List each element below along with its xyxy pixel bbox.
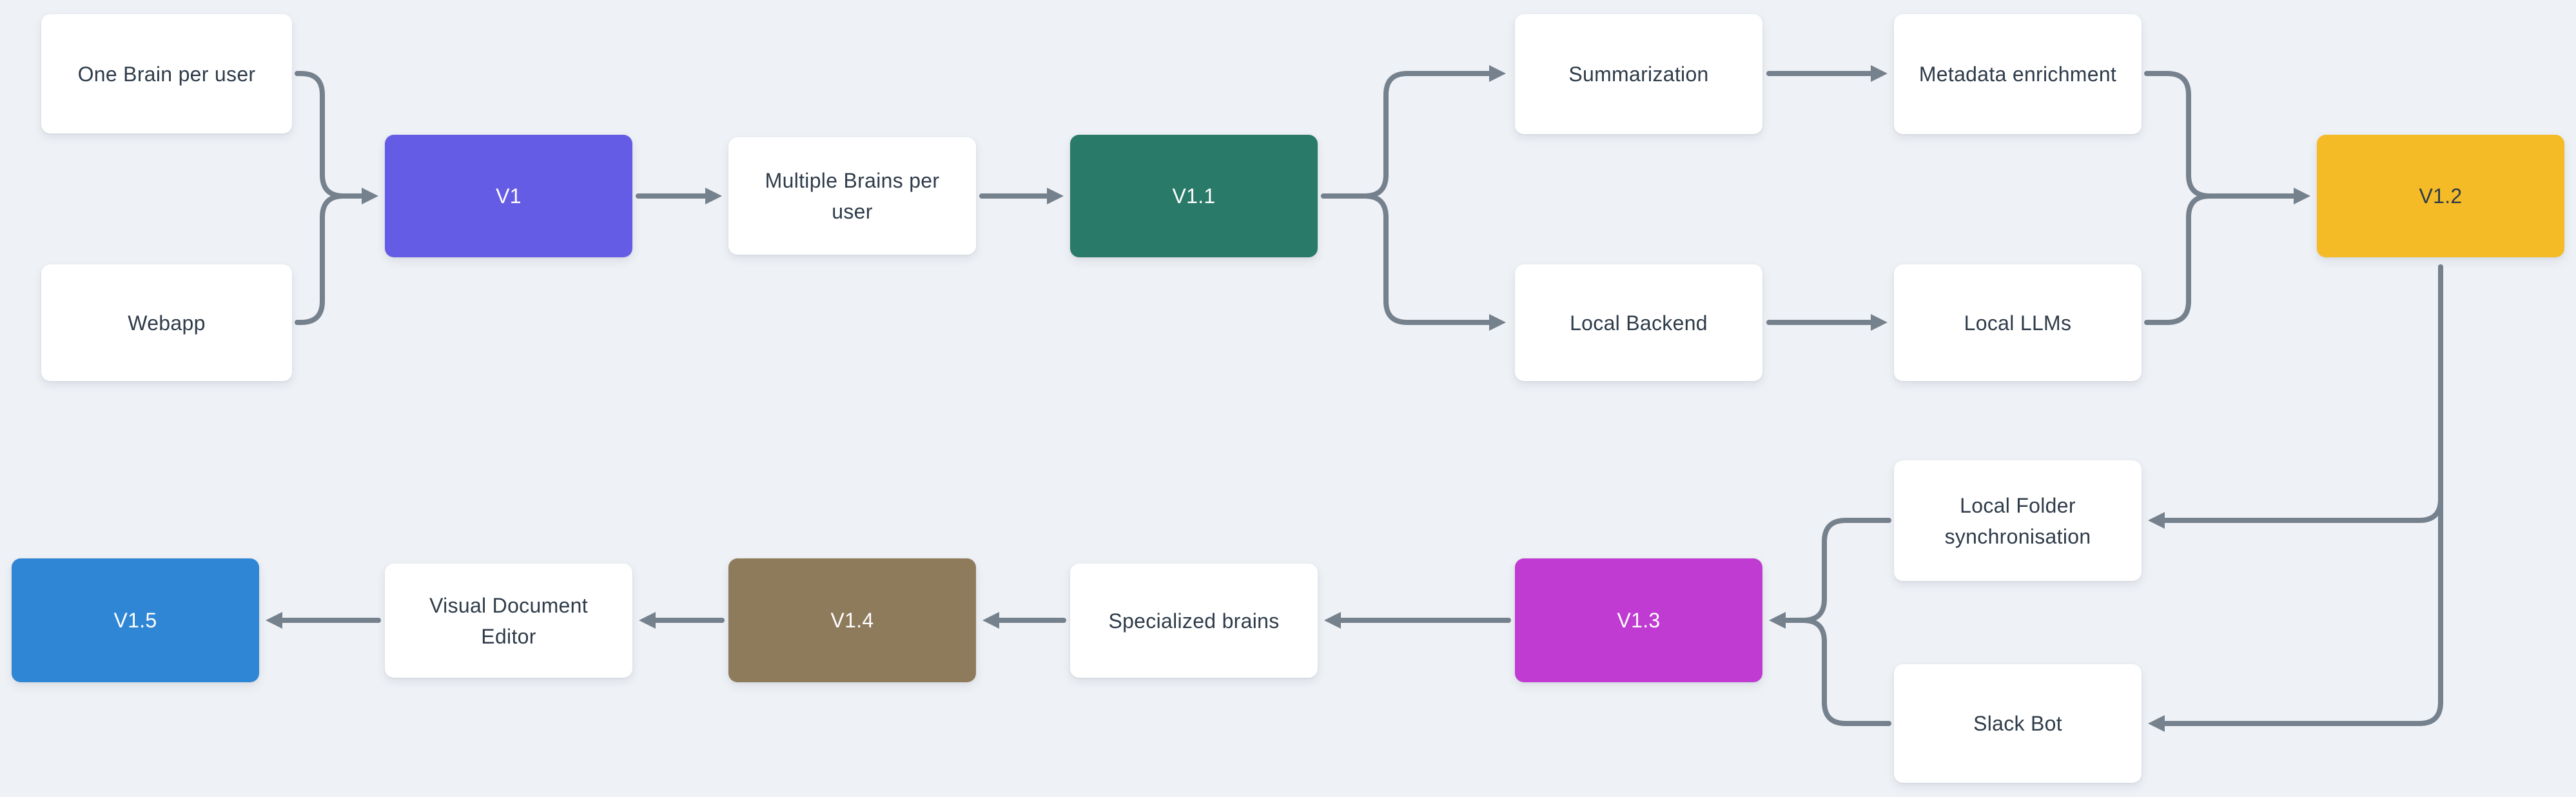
node-v1[interactable]: V1 [385, 135, 632, 257]
edge-local-llms-to-v1-2 [2144, 193, 2212, 325]
node-label: Local Backend [1570, 311, 1708, 335]
node-v1-5[interactable]: V1.5 [12, 558, 259, 682]
node-local-folder-sync[interactable]: Local Folder synchronisation [1894, 460, 2142, 581]
node-one-brain-per-user[interactable]: One Brain per user [41, 14, 292, 133]
node-local-llms[interactable]: Local LLMs [1894, 264, 2142, 381]
edge-v1-1-to-local-backend [1321, 193, 1506, 331]
node-v1-1[interactable]: V1.1 [1070, 135, 1318, 257]
node-local-backend[interactable]: Local Backend [1515, 264, 1762, 381]
edge-local-folder-sync-to-v1-3 [1769, 518, 1891, 629]
node-v1-3[interactable]: V1.3 [1515, 558, 1762, 682]
node-label: V1.5 [113, 609, 157, 632]
node-label: V1.1 [1172, 184, 1216, 208]
edge-one-brain-per-user-to-v1 [295, 71, 378, 204]
node-label: Multiple Brains per user [765, 169, 940, 223]
node-label: Local LLMs [1964, 311, 2072, 335]
node-label: Webapp [128, 311, 206, 335]
node-label: Summarization [1568, 63, 1709, 86]
node-label: Slack Bot [1973, 712, 2062, 735]
node-label: V1.3 [1617, 609, 1661, 632]
node-specialized-brains[interactable]: Specialized brains [1070, 564, 1318, 678]
edge-v1-2-to-slack-bot [2148, 264, 2443, 732]
edge-v1-2-to-local-folder-sync [2148, 264, 2443, 529]
node-slack-bot[interactable]: Slack Bot [1894, 664, 2142, 783]
node-multiple-brains-per-user[interactable]: Multiple Brains per user [728, 137, 976, 255]
node-label: One Brain per user [77, 62, 256, 86]
node-webapp[interactable]: Webapp [41, 264, 292, 381]
edge-webapp-to-v1 [295, 193, 360, 325]
edge-v1-1-to-summarization [1321, 65, 1506, 199]
node-label: Local Folder synchronisation [1944, 493, 2091, 548]
node-visual-document-editor[interactable]: Visual Document Editor [385, 564, 632, 678]
node-metadata-enrichment[interactable]: Metadata enrichment [1894, 14, 2142, 134]
node-v1-2[interactable]: V1.2 [2317, 135, 2564, 257]
edge-slack-bot-to-v1-3 [1790, 618, 1891, 726]
node-v1-4[interactable]: V1.4 [728, 558, 976, 682]
node-label: V1.2 [2419, 184, 2463, 208]
node-label: Specialized brains [1108, 609, 1280, 633]
node-label: Visual Document Editor [429, 593, 588, 648]
node-summarization[interactable]: Summarization [1515, 14, 1762, 134]
node-label: V1 [496, 184, 522, 208]
edge-metadata-enrichment-to-v1-2 [2144, 71, 2310, 204]
node-label: V1.4 [830, 609, 874, 632]
node-label: Metadata enrichment [1918, 63, 2117, 86]
